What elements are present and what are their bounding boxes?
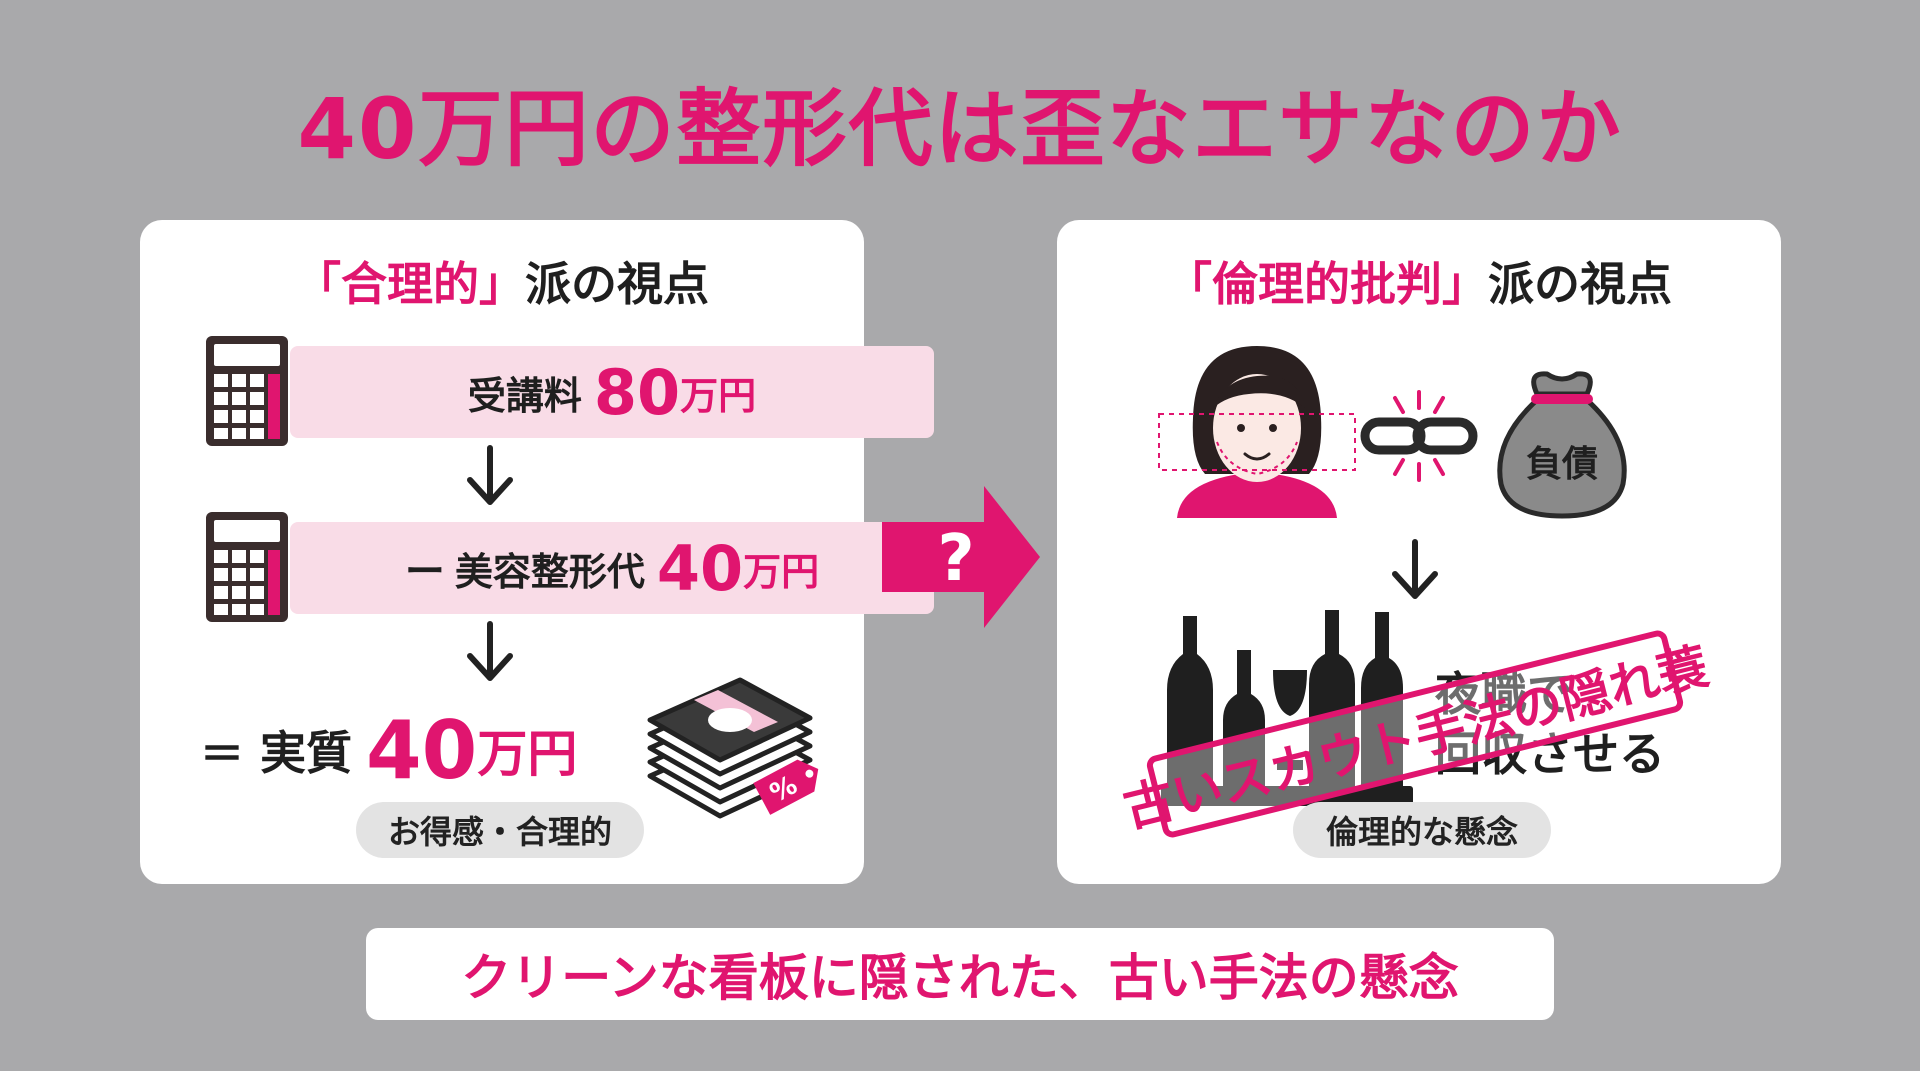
question-mark: ?	[937, 522, 974, 596]
heading-highlight: 「合理的」	[295, 257, 525, 311]
rational-view-panel: 「合理的」派の視点 受講料 80 万円 ー 美容整形代	[140, 220, 934, 884]
question-arrow-icon: ?	[882, 486, 1040, 628]
chain-link-icon	[1360, 390, 1478, 482]
recover-by-night-work-text: 夜職で 回収させる	[1435, 664, 1665, 784]
heading-rest: 派の視点	[525, 257, 709, 311]
equals-sign: ＝	[200, 729, 244, 780]
debt-bag-icon: 負債	[1497, 371, 1627, 519]
cosmetic-surgery-row: ー 美容整形代 40 万円	[290, 522, 934, 614]
down-arrow-icon	[1392, 539, 1438, 599]
surgery-label: 美容整形代	[454, 549, 645, 594]
tuition-amount: 80	[593, 355, 681, 429]
surgery-amount: 40	[656, 531, 744, 605]
page-title: 40万円の整形代は歪なエサなのか	[297, 80, 1623, 178]
down-arrow-icon	[467, 445, 513, 505]
liquor-bottles-icon	[1161, 610, 1413, 806]
recover-line-1: 夜職で	[1435, 667, 1573, 721]
net-cost-result: ＝ 実質 40 万円	[200, 700, 680, 800]
rational-view-heading: 「合理的」派の視点	[140, 248, 864, 314]
down-arrow-icon	[467, 621, 513, 681]
calculator-icon	[206, 336, 288, 446]
ethical-critique-panel: 「倫理的批判」派の視点 負債	[1057, 220, 1781, 884]
net-label: 実質	[260, 726, 352, 780]
minus-sign: ー	[404, 549, 445, 595]
net-amount: 40	[366, 703, 478, 797]
surgery-unit: 万円	[743, 549, 820, 594]
calculator-icon	[206, 512, 288, 622]
ethical-concern-badge: 倫理的な懸念	[1293, 802, 1551, 858]
recover-line-2: 回収させる	[1435, 727, 1665, 781]
debt-label: 負債	[1526, 444, 1598, 485]
tuition-fee-row: 受講料 80 万円	[290, 346, 934, 438]
heading-highlight: 「倫理的批判」	[1166, 257, 1488, 311]
tuition-label: 受講料	[467, 373, 582, 418]
bottom-caption: クリーンな看板に隠された、古い手法の懸念	[366, 928, 1554, 1020]
heading-rest: 派の視点	[1488, 257, 1672, 311]
money-stack-icon: %	[647, 677, 819, 819]
woman-face-icon	[1158, 346, 1356, 518]
tuition-unit: 万円	[680, 373, 757, 418]
ethical-view-heading: 「倫理的批判」派の視点	[1057, 248, 1781, 314]
good-deal-badge: お得感・合理的	[356, 802, 644, 858]
net-unit: 万円	[477, 725, 578, 783]
